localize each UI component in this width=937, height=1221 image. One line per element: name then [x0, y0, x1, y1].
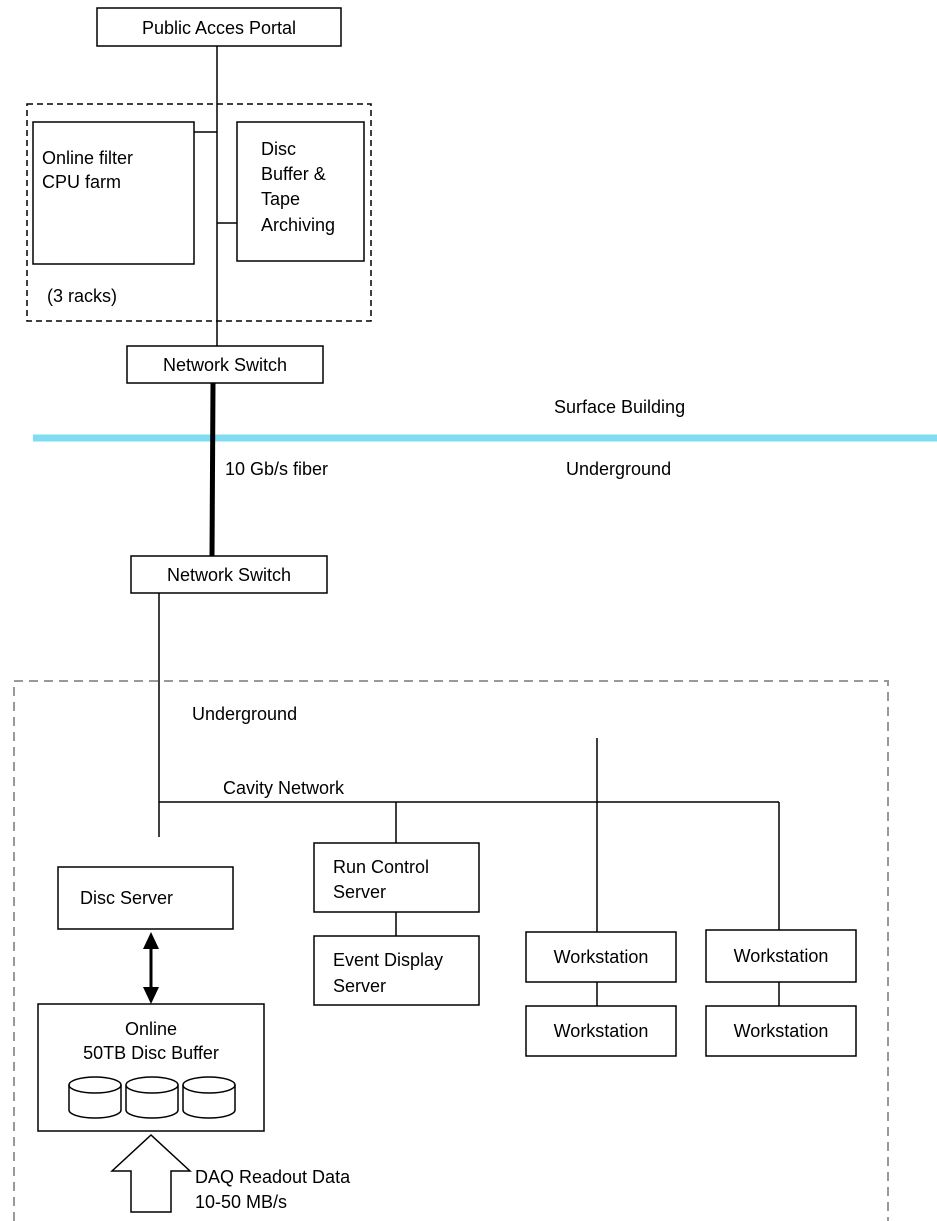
disc-buffer-tape-line1: Disc	[261, 139, 296, 159]
workstation-label: Workstation	[734, 946, 829, 966]
public-portal-box	[96, 7, 342, 47]
disc-buffer-tape-box	[236, 121, 365, 262]
workstation-box	[705, 1005, 857, 1057]
rack-group-boundary	[26, 103, 372, 322]
run-control-line1: Run Control	[333, 857, 429, 877]
disc-drive-icon	[68, 1076, 122, 1119]
network-switch-top-box	[126, 345, 324, 384]
event-display-server-box	[313, 935, 480, 1006]
underground-region-boundary	[13, 680, 889, 1221]
event-display-line2: Server	[333, 976, 386, 996]
disc-buffer-tape-line4: Archiving	[261, 215, 335, 235]
disc-server-box	[57, 866, 234, 930]
online-disc-buffer-line2: 50TB Disc Buffer	[83, 1043, 219, 1063]
daq-input-label-line2: 10-50 MB/s	[195, 1192, 287, 1212]
network-switch-top-label: Network Switch	[163, 355, 287, 375]
bidirectional-arrow-icon	[143, 932, 159, 1004]
daq-input-label-line1: DAQ Readout Data	[195, 1167, 351, 1187]
disc-drive-icon	[125, 1076, 179, 1119]
workstation-box	[705, 929, 857, 983]
underground-region-label: Underground	[192, 704, 297, 724]
underground-label-right: Underground	[566, 459, 671, 479]
workstation-label: Workstation	[554, 1021, 649, 1041]
workstation-box	[525, 931, 677, 983]
network-switch-bottom-label: Network Switch	[167, 565, 291, 585]
disc-buffer-tape-line3: Tape	[261, 189, 300, 209]
network-switch-bottom-box	[130, 555, 328, 594]
disc-drive-icon	[182, 1076, 236, 1119]
cavity-network-label: Cavity Network	[223, 778, 345, 798]
fiber-link-label: 10 Gb/s fiber	[225, 459, 328, 479]
workstation-label: Workstation	[734, 1021, 829, 1041]
fiber-link-line	[209, 382, 216, 557]
disc-server-label: Disc Server	[80, 888, 173, 908]
run-control-server-box	[313, 842, 480, 913]
run-control-line2: Server	[333, 882, 386, 902]
online-filter-label-line2: CPU farm	[42, 172, 121, 192]
daq-input-arrow-icon	[110, 1133, 192, 1213]
racks-note: (3 racks)	[47, 286, 117, 306]
online-disc-buffer-line1: Online	[125, 1019, 177, 1039]
online-filter-box	[32, 121, 195, 265]
surface-building-label: Surface Building	[554, 397, 685, 417]
event-display-line1: Event Display	[333, 950, 443, 970]
public-portal-label: Public Acces Portal	[142, 18, 296, 38]
workstation-box	[525, 1005, 677, 1057]
online-filter-label-line1: Online filter	[42, 148, 133, 168]
workstation-label: Workstation	[554, 947, 649, 967]
disc-buffer-tape-line2: Buffer &	[261, 164, 326, 184]
